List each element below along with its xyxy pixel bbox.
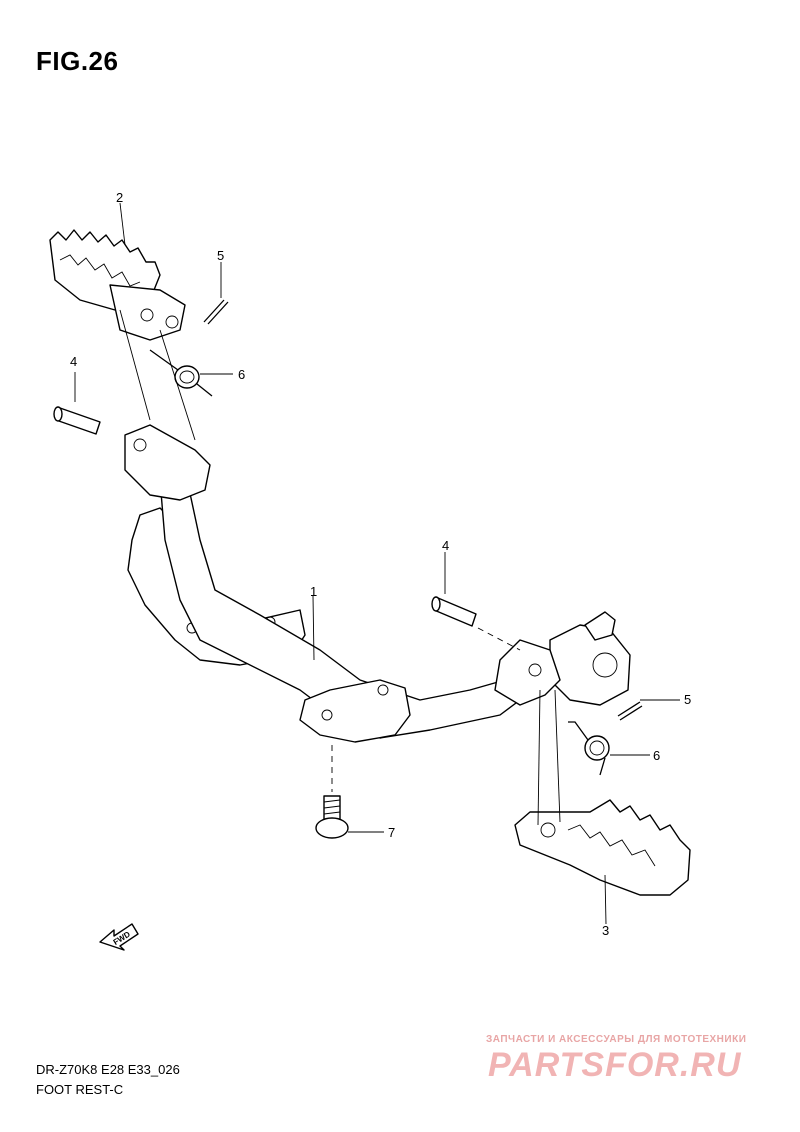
right-cotter-pin [617, 701, 643, 721]
left-cotter-pin [203, 299, 229, 325]
left-spring [149, 349, 213, 397]
figure-title: FIG.26 [36, 46, 119, 76]
callout-6-right: 6 [653, 748, 660, 763]
model-code: DR-Z70K8 E28 E33_026 [36, 1062, 180, 1077]
left-footpeg [49, 229, 186, 341]
section-name: FOOT REST-C [36, 1082, 124, 1097]
callout-6-left: 6 [238, 367, 245, 382]
watermark-subtitle: ЗАПЧАСТИ И АКСЕССУАРЫ ДЛЯ МОТОТЕХНИКИ [486, 1034, 747, 1045]
callout-5-left: 5 [217, 248, 224, 263]
assembly-lines [119, 309, 561, 826]
leader-lines [74, 202, 680, 925]
watermark-brand: PARTSFOR.RU [488, 1046, 742, 1084]
footrest-bracket [124, 424, 631, 743]
callout-4-right: 4 [442, 538, 449, 553]
callout-2: 2 [116, 190, 123, 205]
callout-7: 7 [388, 825, 395, 840]
callout-1: 1 [310, 584, 317, 599]
right-spring [568, 721, 610, 776]
bolt [315, 795, 349, 839]
forward-arrow-icon: FWD [99, 923, 139, 951]
left-pin [53, 406, 101, 435]
right-pin [431, 596, 477, 627]
right-footpeg [514, 799, 691, 896]
callout-3: 3 [602, 923, 609, 938]
callout-4-left: 4 [70, 354, 77, 369]
callout-5-right: 5 [684, 692, 691, 707]
